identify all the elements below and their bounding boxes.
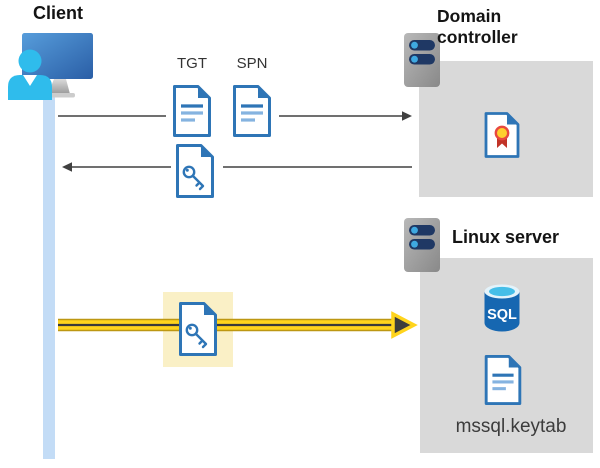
client-label: Client [32,3,83,23]
certificate-icon [484,112,520,158]
domain-controller-server-icon [404,33,440,87]
spn-document-icon [233,85,271,137]
arrowhead-left-icon [62,162,72,172]
arrowhead-yellow-icon [391,311,418,339]
keytab-document-icon [484,355,522,405]
client-computer-user-icon [8,33,93,100]
client-lifeline [43,90,55,459]
ticket-response-arrow [62,162,412,172]
spn-label: SPN [236,55,268,72]
user-icon [8,49,52,100]
domain-controller-label: Domain controller [437,6,518,48]
tgt-spn-request-arrow [58,111,412,121]
linux-server-label: Linux server [452,227,560,247]
keytab-file-label: mssql.keytab [455,416,567,437]
sql-label: SQL [487,307,517,323]
key-document-highlighted-icon [179,302,217,356]
arrowhead-right-icon [402,111,412,121]
sql-database-icon: SQL [484,284,520,332]
linux-server-icon [404,218,440,272]
tgt-document-icon [173,85,211,137]
key-document-icon [176,144,214,198]
tgt-label: TGT [177,55,207,72]
kerberos-ticket-arrow [58,311,418,339]
